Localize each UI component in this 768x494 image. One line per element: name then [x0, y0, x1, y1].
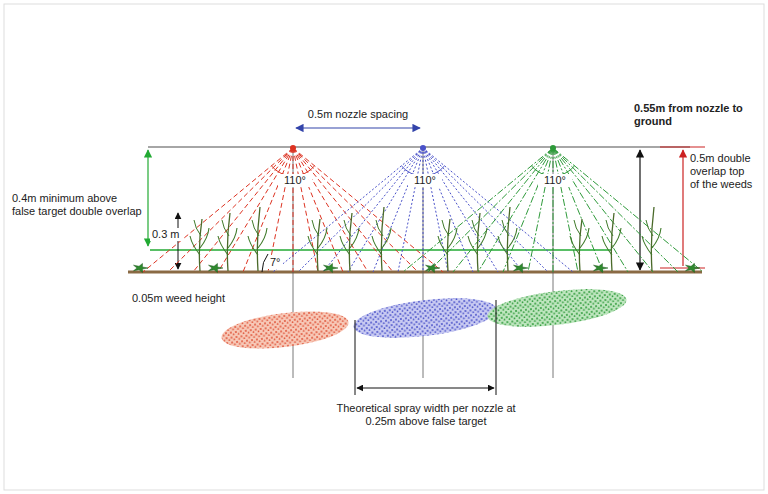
spray-line [553, 148, 703, 272]
spray-line [348, 148, 423, 272]
boom-line [148, 146, 690, 148]
weed [308, 219, 327, 271]
angle-label: 110° [408, 174, 442, 187]
spray-line [293, 148, 443, 272]
spray-footprint [351, 291, 498, 344]
spray-line [553, 148, 628, 272]
weed [468, 213, 487, 271]
spray-line [423, 148, 523, 272]
spray-line [293, 148, 294, 272]
width-arrow [357, 388, 494, 389]
spray-line [423, 148, 573, 272]
weed [190, 219, 209, 271]
weed [602, 213, 621, 271]
small-weed [209, 263, 223, 272]
spray-fan [143, 145, 443, 272]
spray-line [293, 148, 343, 272]
spray-line [428, 148, 553, 272]
nozzle [420, 145, 426, 151]
spray-line [423, 148, 548, 272]
small-weed [324, 263, 338, 272]
spray-line [423, 148, 473, 272]
nozzle-height-arrow [639, 150, 640, 270]
dimension-label: 0.05m weed height [132, 292, 225, 305]
spray-line [143, 148, 293, 272]
spray-line [423, 148, 424, 272]
dimension-label: 0.5m nozzle spacing [296, 108, 420, 121]
spray-line [298, 148, 423, 272]
dimension-label: Theoretical spray width per nozzle at 0.… [330, 402, 522, 428]
bracket [355, 320, 356, 395]
spray-line [423, 148, 498, 272]
spray-line [273, 148, 423, 272]
spray-line [293, 148, 418, 272]
spray-line [403, 148, 553, 272]
weed [438, 219, 457, 271]
weed [340, 213, 359, 271]
nozzle [290, 145, 296, 151]
ground [128, 271, 702, 274]
dimension-label: 0.5m double overlap top of the weeds [690, 152, 754, 192]
spray-line [293, 148, 393, 272]
small-weed [686, 263, 700, 272]
spacing-arrow [296, 127, 420, 128]
weed [498, 207, 517, 271]
angle-label: 110° [278, 174, 312, 187]
dimension-label: 0.3 m [150, 228, 182, 241]
small-weed [134, 263, 148, 272]
weed-overlap-arrow [682, 150, 683, 266]
dimension-label: 0.55m from nozzle to ground [634, 102, 754, 128]
frame [4, 4, 764, 490]
spray-line [243, 148, 293, 272]
spray-fan [273, 145, 573, 272]
spray-line [553, 148, 678, 272]
spray-line [453, 148, 553, 272]
small-weed [594, 263, 608, 272]
tick [660, 146, 705, 147]
angle-label: 110° [538, 174, 572, 187]
small-weed [426, 263, 440, 272]
spray-line [553, 148, 603, 272]
angle-label: 7° [268, 256, 283, 269]
weed [218, 213, 237, 271]
spray-line [193, 148, 293, 272]
overlap-height-arrow [147, 150, 148, 246]
spray-line [553, 148, 653, 272]
weed [642, 207, 661, 271]
spray-line [373, 148, 423, 272]
nozzle [550, 145, 556, 151]
spray-line [478, 148, 553, 272]
spray-line [293, 148, 368, 272]
spray-line [218, 148, 293, 272]
weed [372, 207, 391, 271]
spray-fan [403, 145, 703, 272]
dimension-label: 0.4m minimum above false target double o… [12, 192, 142, 218]
spray-line [168, 148, 293, 272]
weed [248, 207, 267, 271]
spray-footprint [485, 283, 628, 334]
spray-footprint [219, 305, 350, 354]
bracket [496, 300, 497, 395]
spray-line [553, 148, 554, 272]
spray-line [503, 148, 553, 272]
small-weed [514, 263, 528, 272]
weed [570, 219, 589, 271]
spray-line [323, 148, 423, 272]
